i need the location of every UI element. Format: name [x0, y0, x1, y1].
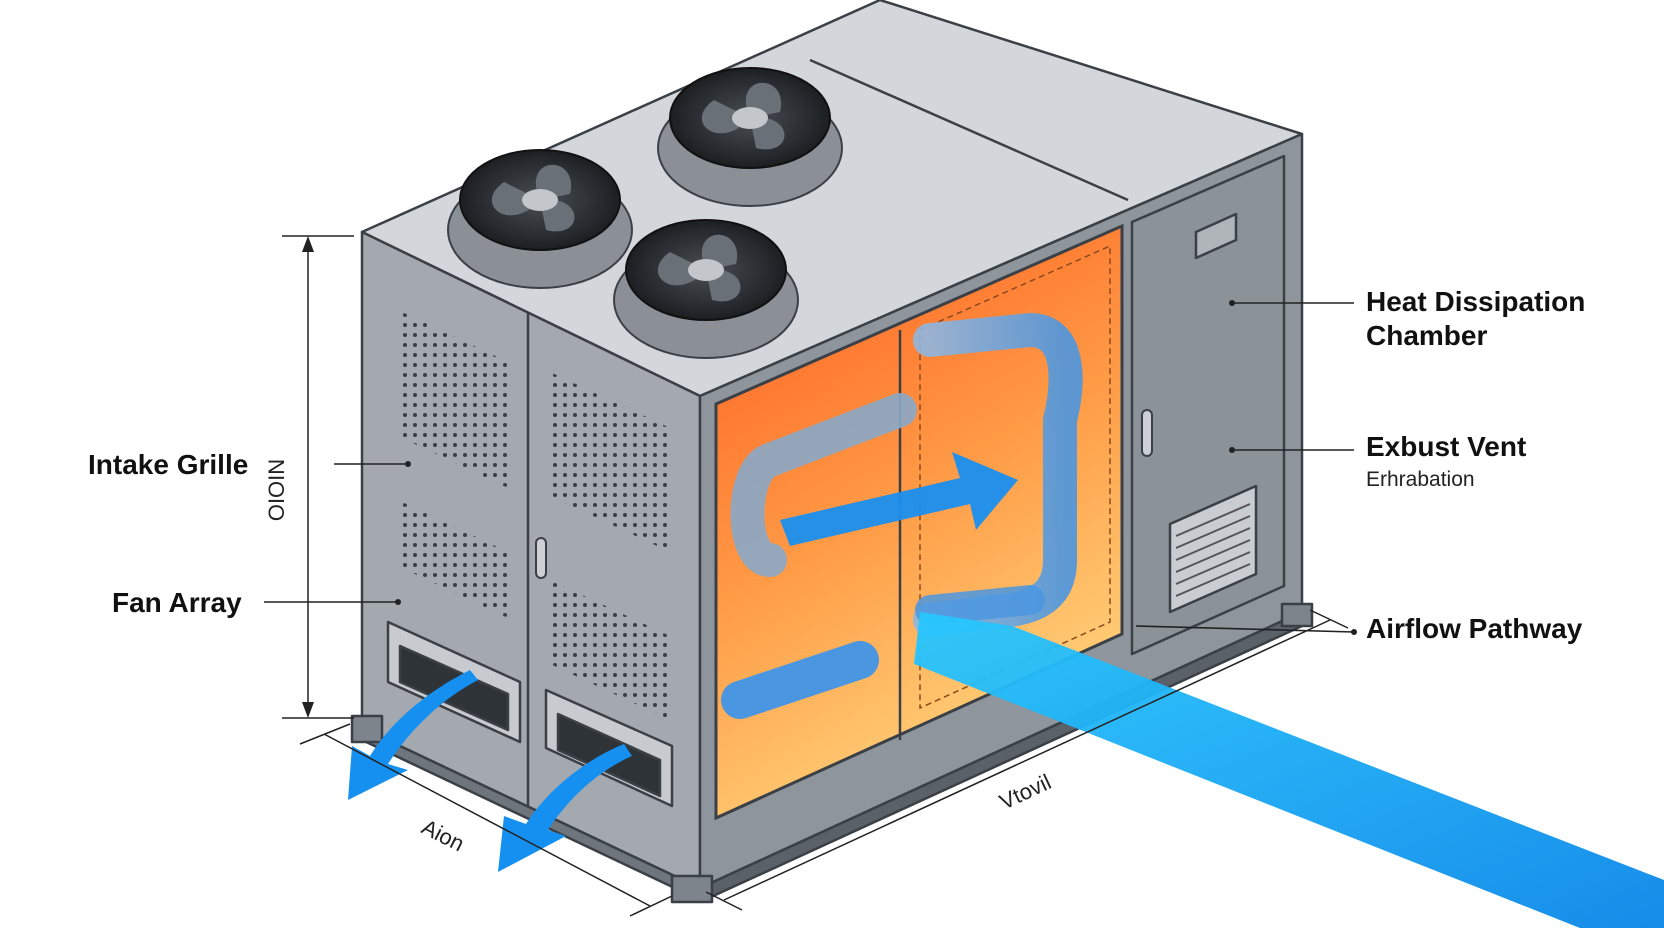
exhaust-vent-sublabel: Erhrabation [1366, 468, 1475, 491]
heat-dissipation-label: Heat Dissipation [1366, 286, 1585, 317]
outflow-arrows [348, 670, 632, 872]
airflow-pathway-stream [914, 612, 1664, 928]
fan-icon [447, 149, 633, 289]
depth-dimension-label: Aion [418, 814, 469, 856]
intake-grille-label: Intake Grille [88, 449, 248, 480]
heat-dissipation-label-line2: Chamber [1366, 320, 1487, 351]
height-dimension-label: OIOIN [264, 459, 289, 521]
height-dimension: OIOIN [264, 235, 354, 719]
width-dimension-label: Vtovil [996, 769, 1055, 814]
callout-fan-array: Fan Array [112, 587, 401, 618]
exhaust-vent-label: Exbust Vent [1366, 431, 1526, 462]
callout-heat-dissipation: Heat Dissipation Chamber [1229, 286, 1585, 351]
fan-array-label: Fan Array [112, 587, 242, 618]
callout-intake-grille: Intake Grille [88, 449, 411, 480]
airflow-pathway-label: Airflow Pathway [1366, 613, 1583, 644]
exhaust-cabinet [1130, 154, 1286, 656]
callout-airflow-pathway: Airflow Pathway [1135, 613, 1583, 644]
pipe-loop [721, 312, 1083, 719]
exhaust-louver [1168, 484, 1258, 614]
fan-icon [613, 219, 799, 359]
top-fans [447, 67, 843, 359]
fan-icon [657, 67, 843, 207]
airflow-arrow [780, 452, 1018, 546]
intake-grille [398, 310, 670, 806]
callout-exhaust-vent: Exbust Vent Erhrabation [1229, 431, 1526, 491]
